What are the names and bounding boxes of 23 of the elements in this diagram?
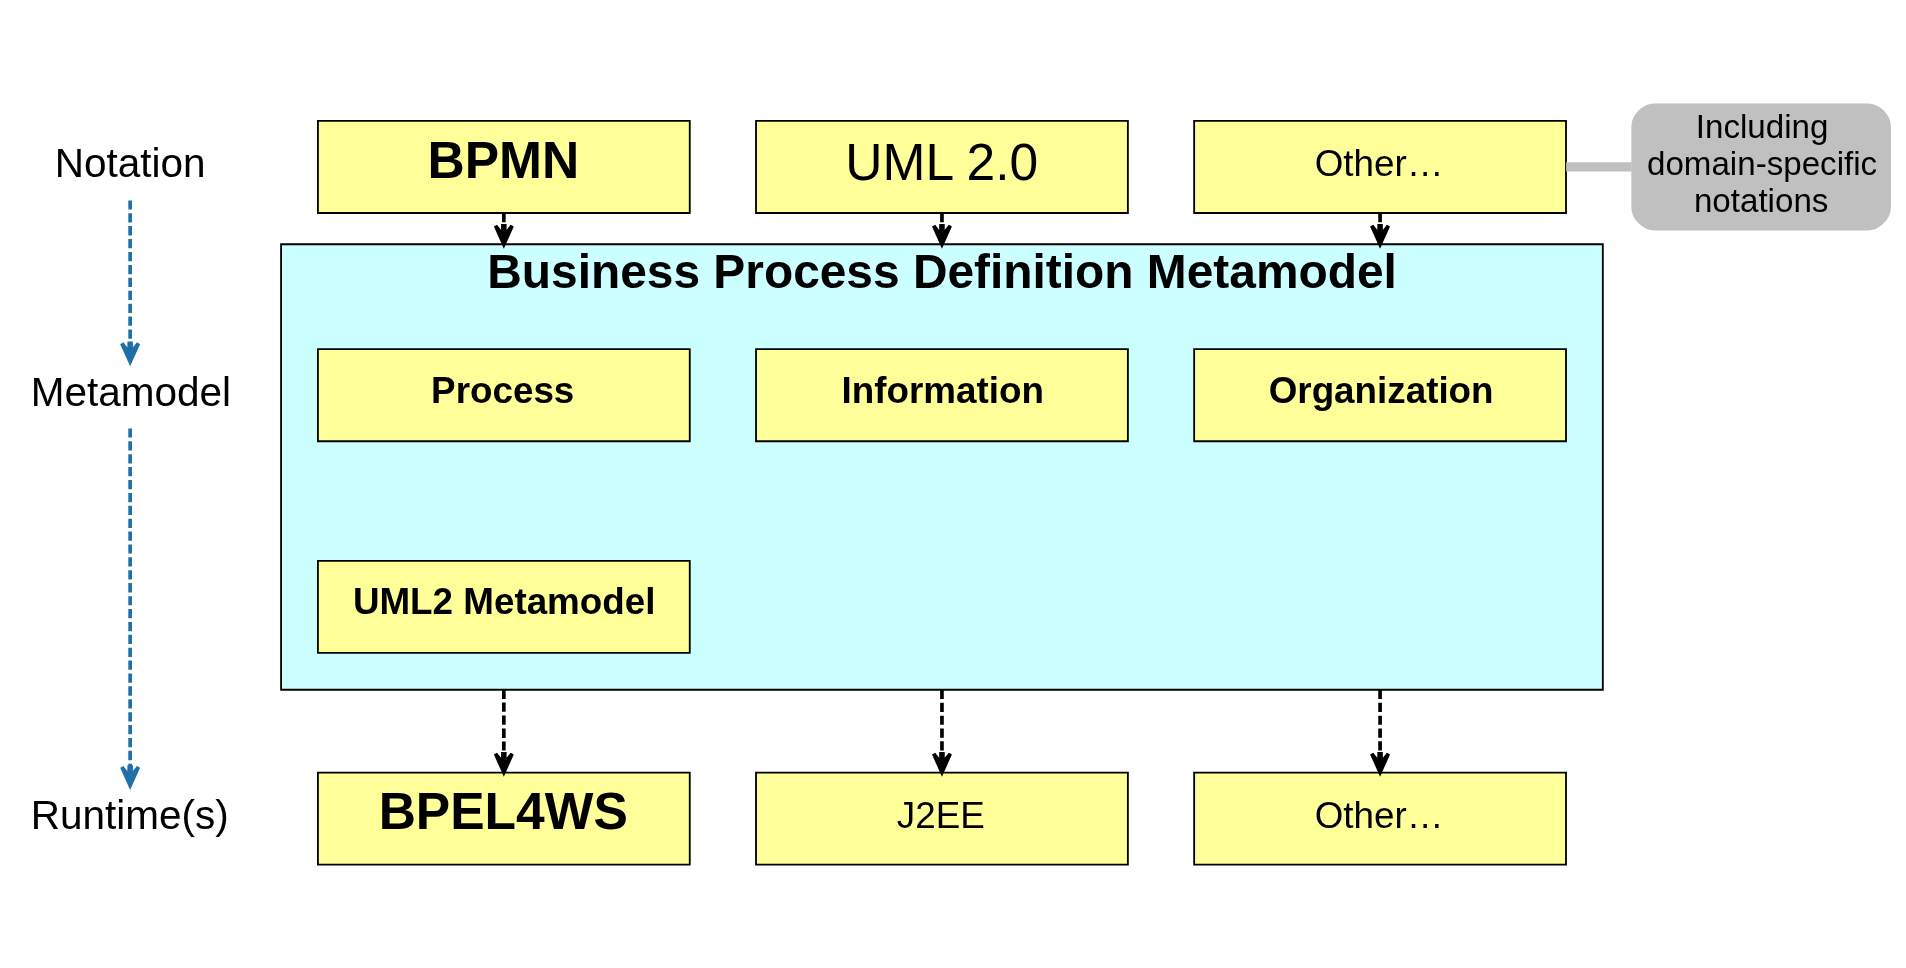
node-box: J2EE xyxy=(755,771,1129,866)
node-box: Process xyxy=(316,347,691,442)
node-box: BPEL4WS xyxy=(316,771,691,866)
arrow xyxy=(120,428,141,787)
node-box: UML 2.0 xyxy=(755,119,1129,214)
arrow xyxy=(931,689,953,774)
node-text: Metamodel xyxy=(30,368,232,415)
arrow xyxy=(493,689,514,774)
arrow xyxy=(931,212,953,246)
node-text: Notation xyxy=(54,139,206,186)
arrow xyxy=(1369,212,1391,246)
node-box: Other… xyxy=(1193,771,1567,866)
node-box: Information xyxy=(755,347,1129,442)
arrow xyxy=(493,212,514,246)
node-box: Other… xyxy=(1193,119,1567,214)
node-box: Organization xyxy=(1193,347,1567,442)
node-text: Runtime(s) xyxy=(30,791,229,838)
node-box: Including domain-specific notations xyxy=(1631,102,1891,230)
arrow xyxy=(1369,689,1391,774)
connector xyxy=(1566,161,1632,172)
node-box: BPMN xyxy=(316,119,691,214)
node-box: UML2 Metamodel xyxy=(316,559,691,654)
arrow xyxy=(120,200,141,364)
